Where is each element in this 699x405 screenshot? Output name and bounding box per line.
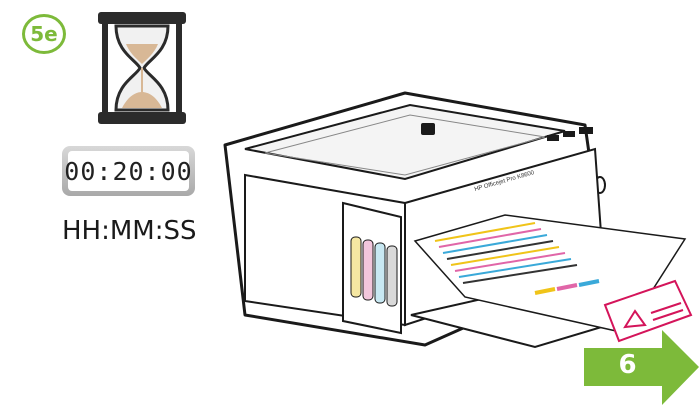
hp-logo (421, 123, 435, 135)
hourglass-icon (92, 10, 192, 126)
next-step-label: 6 (600, 350, 655, 380)
step-badge: 5e (22, 14, 66, 54)
step-label: 5e (30, 22, 57, 46)
timer-value: 00:20:00 (68, 151, 189, 191)
time-format-label: HH:MM:SS (62, 216, 202, 246)
timer-display: 00:20:00 (62, 146, 195, 196)
printer-illustration: HP Officejet Pro K8600 (205, 75, 699, 360)
